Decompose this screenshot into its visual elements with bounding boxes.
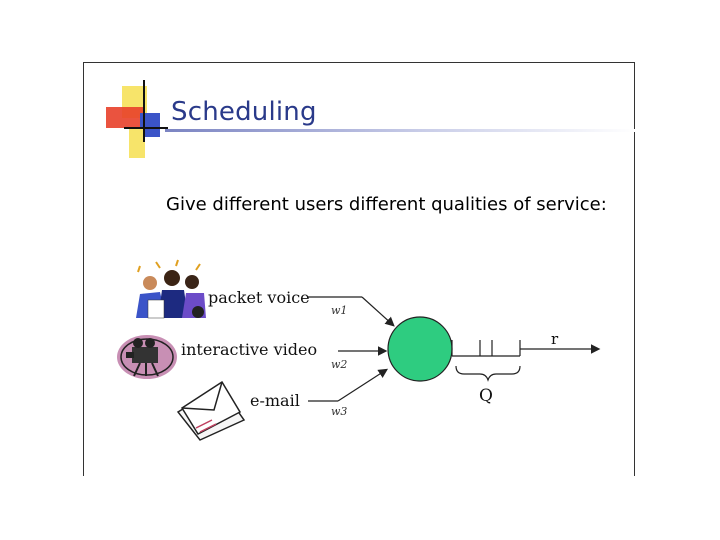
queue-buffer (451, 340, 521, 357)
envelope-icon (176, 380, 246, 441)
logo-icon (106, 80, 168, 158)
title-underline (165, 129, 635, 132)
arrow-w1 (361, 296, 395, 327)
queue-brace (455, 365, 521, 382)
label-email: e-mail (250, 391, 300, 410)
label-interactive-video: interactive video (181, 340, 318, 359)
rate-label: r (551, 330, 559, 348)
weight-w1: w1 (331, 304, 348, 317)
scheduler-circle (387, 316, 453, 382)
people-icon (136, 259, 206, 319)
arrow-w3 (337, 368, 389, 402)
queue-label: Q (479, 386, 493, 406)
weight-w3: w3 (331, 405, 348, 418)
label-packet-voice: packet voice (208, 288, 310, 307)
video-camera-icon (117, 335, 177, 379)
weight-w2: w2 (331, 358, 348, 371)
slide-subtitle: Give different users different qualities… (166, 194, 607, 215)
slide-title: Scheduling (171, 97, 317, 127)
